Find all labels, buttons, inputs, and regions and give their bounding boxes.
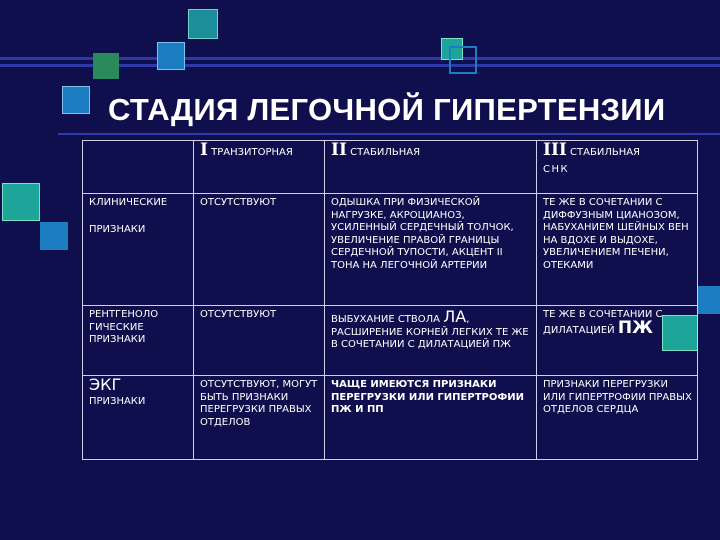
header-stage-2: II СТАБИЛЬНАЯ [324,140,537,194]
xray-stage-3-abbr: ПЖ [617,317,653,338]
decor-square [157,42,185,70]
xray-stage-2: ВЫБУХАНИЕ СТВОЛА ЛА, РАСШИРЕНИЕ КОРНЕЙ Л… [324,305,537,376]
decor-square [697,286,720,314]
row-label-line: ЭКГ [89,375,122,394]
row-label-clinical: КЛИНИЧЕСКИЕ ПРИЗНАКИ [82,193,194,306]
row-label-line: РЕНТГЕНОЛО [89,309,159,320]
clinical-stage-2: ОДЫШКА ПРИ ФИЗИЧЕСКОЙ НАГРУЗКЕ, АКРОЦИАН… [324,193,537,306]
xray-stage-3-text: ТЕ ЖЕ В СОЧЕТАНИИ С ДИЛАТАЦИЕЙ [543,309,663,336]
header-empty-cell [82,140,194,194]
ecg-stage-1: ОТСУТСТВУЮТ, МОГУТ БЫТЬ ПРИЗНАКИ ПЕРЕГРУ… [193,375,325,460]
row-label-line: ГИЧЕСКИЕ [89,321,144,333]
ecg-stage-2: ЧАЩЕ ИМЕЮТСЯ ПРИЗНАКИ ПЕРЕГРУЗКИ ИЛИ ГИП… [324,375,537,460]
xray-stage-2-text: ВЫБУХАНИЕ СТВОЛА [331,314,441,325]
row-label-line: ПРИЗНАКИ [89,395,146,407]
ecg-stage-3: ПРИЗНАКИ ПЕРЕГРУЗКИ ИЛИ ГИПЕРТРОФИИ ПРАВ… [536,375,698,460]
table-row: ЭКГ ПРИЗНАКИ ОТСУТСТВУЮТ, МОГУТ БЫТЬ ПРИ… [82,375,698,460]
decor-square [441,38,463,60]
stage-3-roman: III [543,140,567,160]
decor-square [188,9,218,39]
page-title: СТАДИЯ ЛЕГОЧНОЙ ГИПЕРТЕНЗИИ [108,92,666,127]
clinical-stage-3: ТЕ ЖЕ В СОЧЕТАНИИ С ДИФФУЗНЫМ ЦИАНОЗОМ, … [536,193,698,306]
row-label-line: КЛИНИЧЕСКИЕ [89,197,168,208]
stages-table: I ТРАНЗИТОРНАЯ II СТАБИЛЬНАЯ III СТАБИЛЬ… [82,140,698,460]
row-label-line: ПРИЗНАКИ [89,223,146,235]
stage-3-label: СТАБИЛЬНАЯ [570,147,641,158]
header-stage-1: I ТРАНЗИТОРНАЯ [193,140,325,194]
stage-1-label: ТРАНЗИТОРНАЯ [211,147,293,158]
decor-line-title [58,133,720,135]
stage-2-roman: II [331,140,347,160]
decor-square [62,86,90,114]
table-row: КЛИНИЧЕСКИЕ ПРИЗНАКИ ОТСУТСТВУЮТ ОДЫШКА … [82,193,698,306]
clinical-stage-1: ОТСУТСТВУЮТ [193,193,325,306]
decor-square [2,183,40,221]
decor-line-top [0,57,720,60]
xray-stage-2-abbr: ЛА [443,307,467,326]
table-header-row: I ТРАНЗИТОРНАЯ II СТАБИЛЬНАЯ III СТАБИЛЬ… [82,140,698,194]
xray-stage-2-comma: , [466,314,470,325]
decor-square [449,46,477,74]
row-label-xray: РЕНТГЕНОЛО ГИЧЕСКИЕ ПРИЗНАКИ [82,305,194,376]
row-label-line: ПРИЗНАКИ [89,334,146,345]
decor-square [40,222,68,250]
stage-1-roman: I [200,140,208,160]
xray-stage-2-text-2: РАСШИРЕНИЕ КОРНЕЙ ЛЕГКИХ ТЕ ЖЕ В СОЧЕТАН… [331,326,529,351]
stage-3-sub: СНК [543,163,570,175]
header-stage-3: III СТАБИЛЬНАЯ СНК [536,140,698,194]
decor-square [93,53,119,79]
decor-line-top-2 [0,64,720,67]
xray-stage-1: ОТСУТСТВУЮТ [193,305,325,376]
table-row: РЕНТГЕНОЛО ГИЧЕСКИЕ ПРИЗНАКИ ОТСУТСТВУЮТ… [82,305,698,376]
stage-2-label: СТАБИЛЬНАЯ [350,147,421,158]
row-label-ecg: ЭКГ ПРИЗНАКИ [82,375,194,460]
xray-stage-3: ТЕ ЖЕ В СОЧЕТАНИИ С ДИЛАТАЦИЕЙ ПЖ [536,305,698,376]
